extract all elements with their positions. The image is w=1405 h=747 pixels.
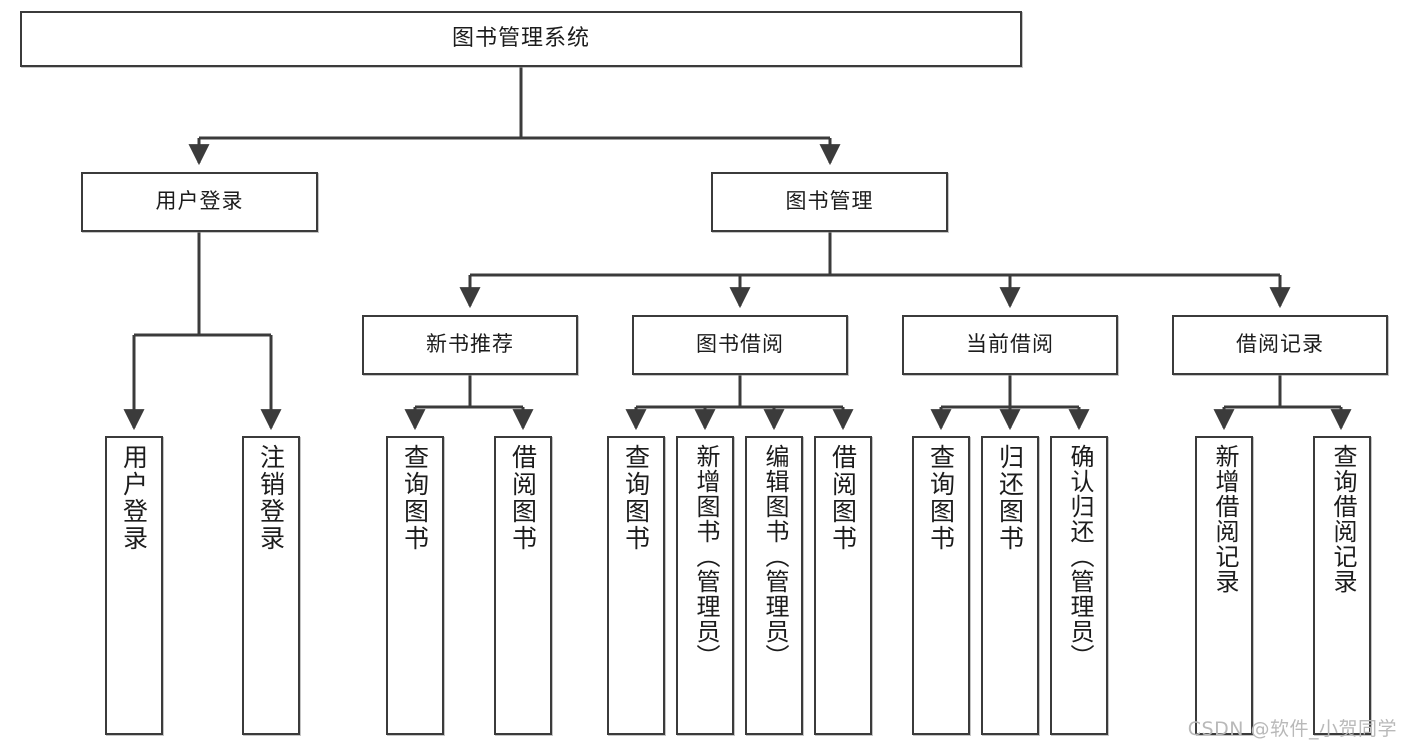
node-leaf-query-book-1-label: 查询图书 <box>400 444 430 552</box>
node-leaf-add-record[interactable]: 新增借阅记录 <box>1195 436 1253 735</box>
node-leaf-add-record-label: 新增借阅记录 <box>1210 444 1239 594</box>
node-book-manage[interactable]: 图书管理 <box>711 172 948 232</box>
node-leaf-query-book-1[interactable]: 查询图书 <box>386 436 444 735</box>
node-leaf-query-book-2[interactable]: 查询图书 <box>607 436 665 735</box>
node-user-login-label: 用户登录 <box>155 189 244 214</box>
node-leaf-borrow-book-1[interactable]: 借阅图书 <box>494 436 552 735</box>
node-leaf-confirm-return[interactable]: 确认归还（管理员） <box>1050 436 1108 735</box>
node-borrow-record[interactable]: 借阅记录 <box>1172 315 1388 375</box>
node-leaf-borrow-book-1-label: 借阅图书 <box>508 444 538 552</box>
node-root-system[interactable]: 图书管理系统 <box>20 11 1022 67</box>
node-leaf-borrow-book-2[interactable]: 借阅图书 <box>814 436 872 735</box>
node-leaf-add-book[interactable]: 新增图书（管理员） <box>676 436 734 735</box>
node-book-borrow[interactable]: 图书借阅 <box>632 315 848 375</box>
node-leaf-query-record[interactable]: 查询借阅记录 <box>1313 436 1371 735</box>
node-leaf-logout-login-label: 注销登录 <box>256 444 286 552</box>
node-leaf-query-record-label: 查询借阅记录 <box>1328 444 1357 594</box>
node-current-borrow[interactable]: 当前借阅 <box>902 315 1118 375</box>
node-leaf-edit-book[interactable]: 编辑图书（管理员） <box>745 436 803 735</box>
node-leaf-borrow-book-2-label: 借阅图书 <box>828 444 858 552</box>
node-book-borrow-label: 图书借阅 <box>696 332 784 357</box>
node-leaf-user-login[interactable]: 用户登录 <box>105 436 163 735</box>
node-leaf-return-book[interactable]: 归还图书 <box>981 436 1039 735</box>
node-leaf-user-login-label: 用户登录 <box>119 444 149 552</box>
node-leaf-return-book-label: 归还图书 <box>995 444 1025 552</box>
node-book-manage-label: 图书管理 <box>785 189 874 214</box>
node-new-book-recommend[interactable]: 新书推荐 <box>362 315 578 375</box>
node-leaf-logout-login[interactable]: 注销登录 <box>242 436 300 735</box>
csdn-watermark: CSDN @软件_小贺同学 <box>1187 718 1397 740</box>
node-current-borrow-label: 当前借阅 <box>966 332 1054 357</box>
node-new-book-recommend-label: 新书推荐 <box>426 332 514 357</box>
node-root-system-label: 图书管理系统 <box>451 25 590 51</box>
node-borrow-record-label: 借阅记录 <box>1236 332 1324 357</box>
node-user-login[interactable]: 用户登录 <box>81 172 318 232</box>
node-leaf-query-book-3-label: 查询图书 <box>926 444 956 552</box>
node-leaf-add-book-label: 新增图书（管理员） <box>691 444 720 669</box>
node-leaf-query-book-3[interactable]: 查询图书 <box>912 436 970 735</box>
node-leaf-confirm-return-label: 确认归还（管理员） <box>1065 444 1094 669</box>
node-leaf-query-book-2-label: 查询图书 <box>621 444 651 552</box>
node-leaf-edit-book-label: 编辑图书（管理员） <box>760 444 789 669</box>
